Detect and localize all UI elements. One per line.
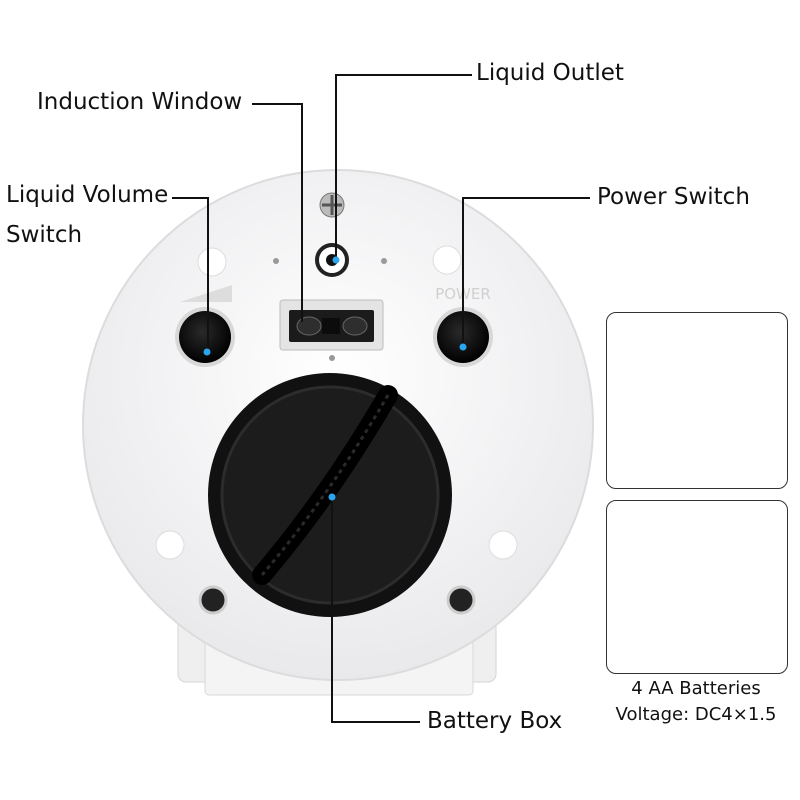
battery-caption-line1: 4 AA Batteries	[631, 678, 761, 699]
leader-induction-window	[252, 103, 303, 322]
label-liquid-volume-switch-line1: Liquid Volume	[6, 182, 169, 208]
volume-indicator-icon	[180, 285, 232, 302]
indicator-dots	[273, 258, 387, 361]
liquid-outlet	[315, 243, 349, 277]
label-induction-window: Induction Window	[37, 89, 243, 115]
leader-liquid-outlet	[335, 74, 472, 260]
label-liquid-volume-switch-line2: Switch	[6, 222, 83, 248]
label-liquid-outlet: Liquid Outlet	[476, 60, 624, 86]
liquid-volume-knob	[175, 307, 235, 367]
induction-window	[279, 299, 384, 351]
leader-liquid-volume	[172, 197, 209, 351]
battery-caption-line2: Voltage: DC4×1.5	[615, 704, 777, 725]
dot-liquid-outlet	[332, 256, 340, 264]
callout-dots	[203, 256, 467, 501]
screw-icon	[319, 192, 345, 218]
battery-holder-panel	[606, 500, 788, 674]
body-bumps	[155, 245, 518, 560]
batteries-panel	[606, 312, 788, 489]
dot-battery-box	[328, 493, 336, 501]
label-power-switch: Power Switch	[597, 184, 750, 210]
leader-lines	[172, 74, 590, 723]
leader-battery-box	[331, 497, 420, 723]
dot-power-switch	[459, 343, 467, 351]
leader-power-switch	[462, 197, 590, 346]
dot-liquid-volume	[203, 348, 211, 356]
label-battery-box: Battery Box	[427, 708, 563, 734]
